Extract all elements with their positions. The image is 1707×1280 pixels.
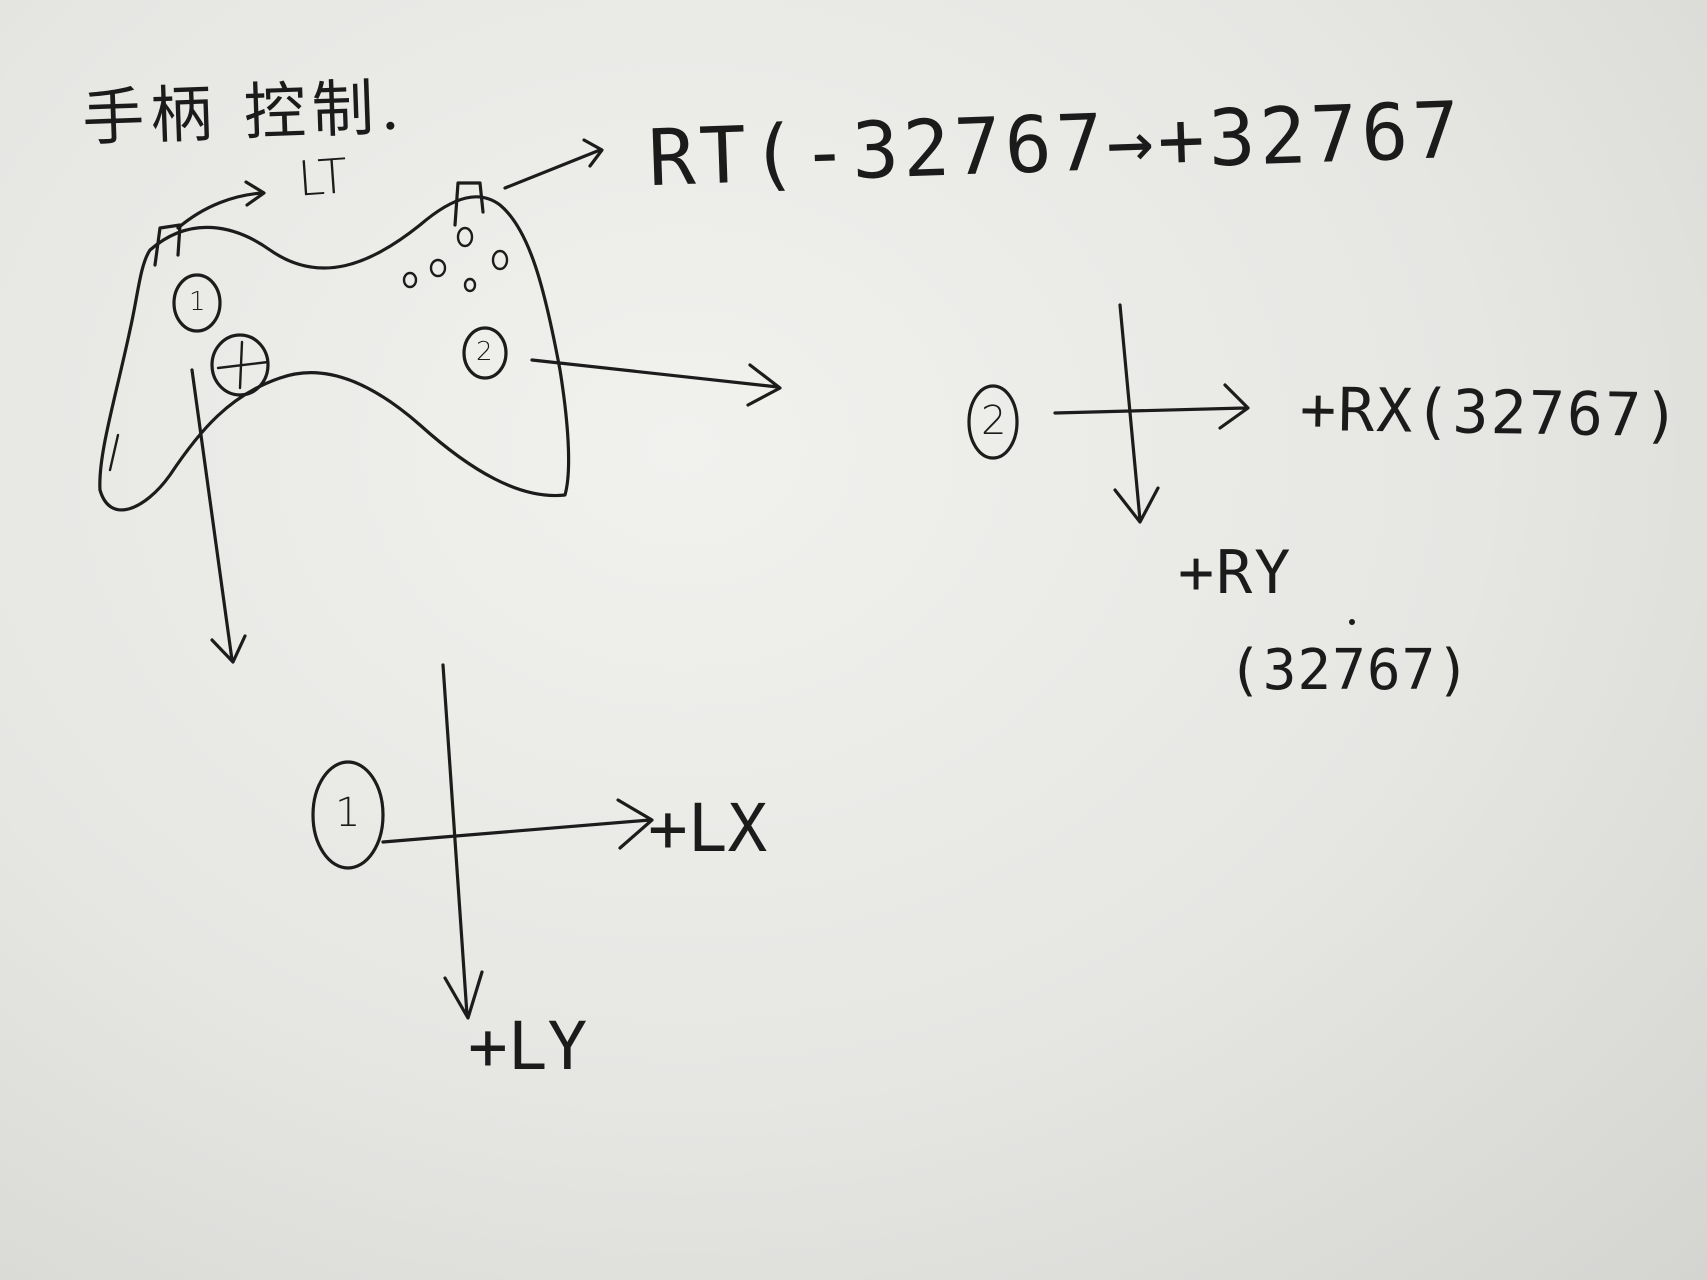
- left-stick-axis-marker: [311, 760, 385, 870]
- marker-2-axis: 2: [981, 398, 1007, 444]
- page-title: 手柄 控制.: [81, 70, 407, 155]
- rt-arrow: [503, 138, 604, 190]
- right-stick-axis-marker: [967, 384, 1019, 460]
- face-button-b: [491, 249, 509, 271]
- marker-1-axis: 1: [335, 790, 361, 836]
- controller-outline: [98, 195, 571, 512]
- left-stick-vertical-axis: [441, 663, 484, 1020]
- marker-2-on-controller: 2: [476, 337, 493, 367]
- face-button-a: [463, 277, 477, 293]
- lt-label: LT: [296, 148, 350, 208]
- right-stick-right-arrow: [530, 358, 782, 407]
- dpad: [210, 333, 270, 397]
- lt-arrow: [176, 180, 266, 230]
- right-stick-horizontal-axis: [1053, 383, 1250, 430]
- rt-trigger: [453, 181, 485, 227]
- left-stick-on-controller: [172, 273, 222, 333]
- menu-button: [402, 271, 418, 289]
- left-stick-down-arrow: [190, 368, 247, 664]
- face-button-y: [456, 226, 474, 248]
- right-stick-x-label: +RX(32767): [1299, 374, 1682, 452]
- right-stick-on-controller: [462, 326, 508, 380]
- small-tick: [108, 433, 120, 472]
- left-stick-horizontal-axis: [381, 798, 654, 850]
- right-stick-vertical-axis: [1113, 303, 1160, 524]
- marker-1-on-controller: 1: [189, 287, 206, 317]
- face-button-x: [429, 258, 447, 278]
- left-stick-x-label: +LX: [648, 790, 768, 867]
- dot-mark: [1349, 619, 1355, 625]
- right-stick-y-value: (32767): [1228, 638, 1472, 703]
- lt-trigger: [153, 223, 182, 267]
- left-stick-y-label: +LY: [468, 1008, 588, 1085]
- right-stick-y-label: +RY: [1178, 538, 1293, 608]
- dpad-cross: [216, 340, 270, 390]
